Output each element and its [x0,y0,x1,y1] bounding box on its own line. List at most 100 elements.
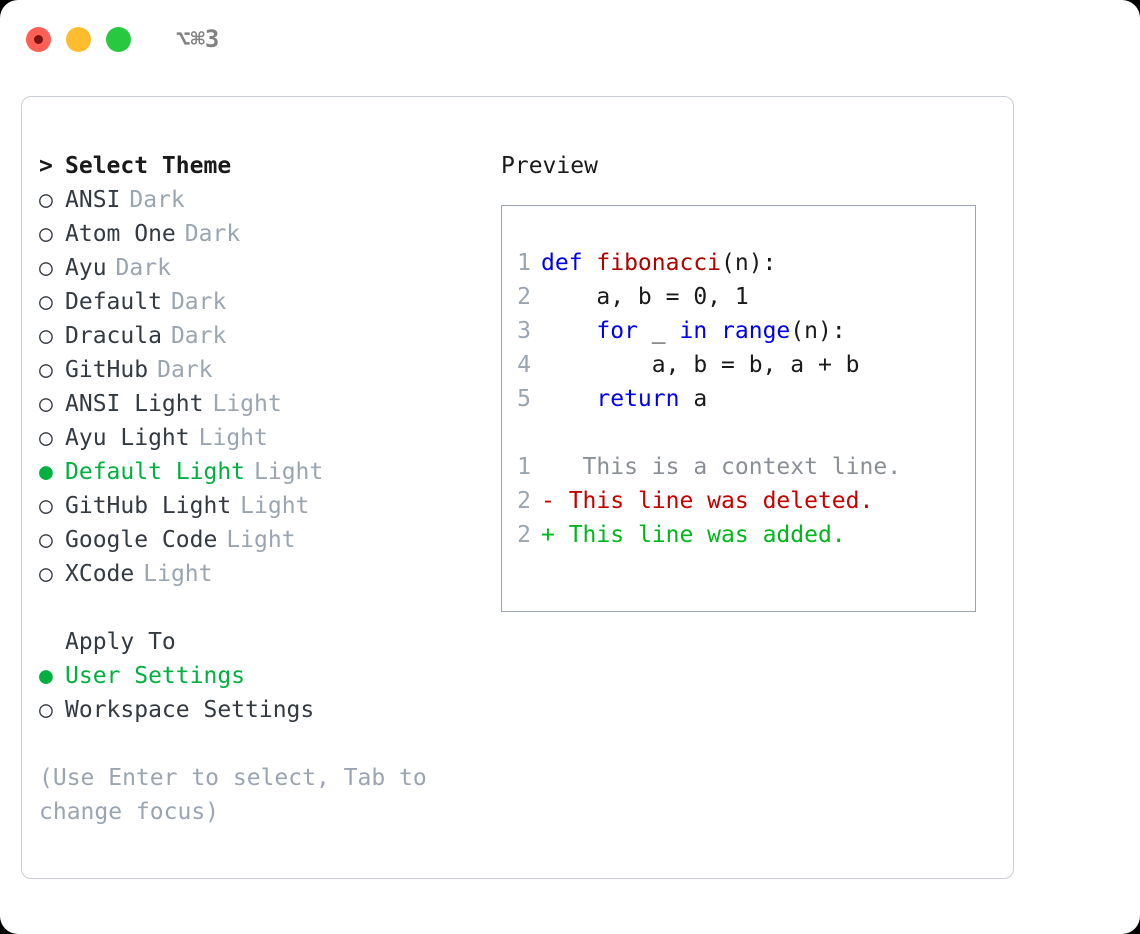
diff-sign: - [541,488,555,514]
theme-option-variant: Light [240,493,310,519]
radio-unselected-icon[interactable]: ○ [39,323,53,349]
line-number: 3 [517,318,531,344]
diff-sign [541,450,555,484]
theme-option-label: Dracula [65,323,162,349]
theme-option-label: ANSI [65,187,121,213]
apply-to-option-label: User Settings [65,663,246,689]
code-token: for [596,318,638,344]
select-theme-heading-label: Select Theme [65,153,232,179]
diff-line-deleted: 2 - This line was deleted. [517,484,975,518]
radio-selected-icon[interactable]: ● [39,663,53,689]
dialog-frame: > Select Theme ○ ANSI Dark ○ Atom One Da… [21,96,1014,879]
theme-option-label: Google Code [65,527,218,553]
code-token: fibonacci [596,250,722,276]
code-content: a, b = b, a + b [541,348,860,382]
code-line: 1 def fibonacci(n): [517,246,975,280]
code-token: a, b = 0, 1 [541,284,749,310]
diff-line-context: 1 This is a context line. [517,450,975,484]
code-token: return [596,386,680,412]
apply-to-heading: Apply To [39,625,479,659]
code-content: def fibonacci(n): [541,246,776,280]
radio-unselected-icon[interactable]: ○ [39,425,53,451]
theme-option-variant: Dark [115,255,171,281]
theme-option-variant: Light [226,527,296,553]
theme-option-ayu-dark[interactable]: ○ Ayu Dark [39,251,479,285]
theme-option-label: XCode [65,561,135,587]
apply-to-option-user-settings[interactable]: ● User Settings [39,659,479,693]
radio-unselected-icon[interactable]: ○ [39,289,53,315]
radio-unselected-icon[interactable]: ○ [39,561,53,587]
radio-unselected-icon[interactable]: ○ [39,493,53,519]
code-token: range [721,318,791,344]
theme-option-dracula-dark[interactable]: ○ Dracula Dark [39,319,479,353]
diff-content: This line was added. [554,522,846,548]
code-token: in [679,318,708,344]
preview-box: 1 def fibonacci(n): 2 a, b = 0, 1 3 for … [501,205,976,612]
line-number: 1 [517,454,531,480]
theme-option-variant: Light [198,425,268,451]
radio-unselected-icon[interactable]: ○ [39,357,53,383]
code-content: return a [541,382,707,416]
preview-panel: Preview 1 def fibonacci(n): 2 a, b = 0, … [501,149,981,612]
line-number: 2 [517,522,531,548]
radio-unselected-icon[interactable]: ○ [39,221,53,247]
diff-content: This is a context line. [554,454,902,480]
theme-option-label: GitHub [65,357,149,383]
theme-option-variant: Light [143,561,213,587]
code-line: 4 a, b = b, a + b [517,348,975,382]
theme-option-label: Default Light [65,459,246,485]
close-button-icon[interactable] [26,26,51,52]
code-token: _ [637,318,680,344]
code-token [707,318,721,344]
theme-option-ansi-light[interactable]: ○ ANSI Light Light [39,387,479,421]
code-token [541,318,596,344]
theme-picker-panel: > Select Theme ○ ANSI Dark ○ Atom One Da… [39,149,479,829]
theme-option-default-light[interactable]: ● Default Light Light [39,455,479,489]
apply-to-option-label: Workspace Settings [65,697,315,723]
code-token: a, b = b, a + b [541,352,860,378]
radio-unselected-icon[interactable]: ○ [39,527,53,553]
code-token: (n): [721,250,777,276]
theme-option-xcode[interactable]: ○ XCode Light [39,557,479,591]
theme-option-label: GitHub Light [65,493,232,519]
apply-to-heading-label: Apply To [65,629,176,655]
apply-to-option-workspace-settings[interactable]: ○ Workspace Settings [39,693,479,727]
minimize-button-icon[interactable] [66,26,91,52]
radio-unselected-icon[interactable]: ○ [39,697,53,723]
code-line: 2 a, b = 0, 1 [517,280,975,314]
radio-unselected-icon[interactable]: ○ [39,391,53,417]
theme-option-github-light[interactable]: ○ GitHub Light Light [39,489,479,523]
theme-option-ansi-dark[interactable]: ○ ANSI Dark [39,183,479,217]
radio-unselected-icon[interactable]: ○ [39,255,53,281]
theme-option-atom-one-dark[interactable]: ○ Atom One Dark [39,217,479,251]
theme-option-variant: Dark [184,221,241,247]
theme-option-ayu-light[interactable]: ○ Ayu Light Light [39,421,479,455]
window-titlebar: ⌥⌘3 [0,0,1140,78]
zoom-button-icon[interactable] [106,26,131,52]
line-number: 1 [517,250,531,276]
list-spacer [39,591,479,625]
diff-content: This line was deleted. [554,488,874,514]
theme-option-label: ANSI Light [65,391,204,417]
code-content: a, b = 0, 1 [541,280,749,314]
line-number: 2 [517,488,531,514]
theme-option-github-dark[interactable]: ○ GitHub Dark [39,353,479,387]
theme-option-default-dark[interactable]: ○ Default Dark [39,285,479,319]
code-token [541,386,596,412]
line-number: 2 [517,284,531,310]
theme-option-label: Ayu [65,255,107,281]
theme-option-variant: Dark [129,187,185,213]
keyboard-shortcut-label: ⌥⌘3 [176,25,220,53]
theme-option-variant: Dark [170,323,227,349]
line-number: 4 [517,352,531,378]
diff-sign: + [541,522,555,548]
radio-unselected-icon[interactable]: ○ [39,187,53,213]
radio-selected-icon[interactable]: ● [39,459,53,485]
preview-title: Preview [501,153,598,179]
code-token: (n): [790,318,846,344]
code-token: a [679,386,708,412]
theme-option-google-code[interactable]: ○ Google Code Light [39,523,479,557]
line-number: 5 [517,386,531,412]
diff-separator [517,416,975,450]
